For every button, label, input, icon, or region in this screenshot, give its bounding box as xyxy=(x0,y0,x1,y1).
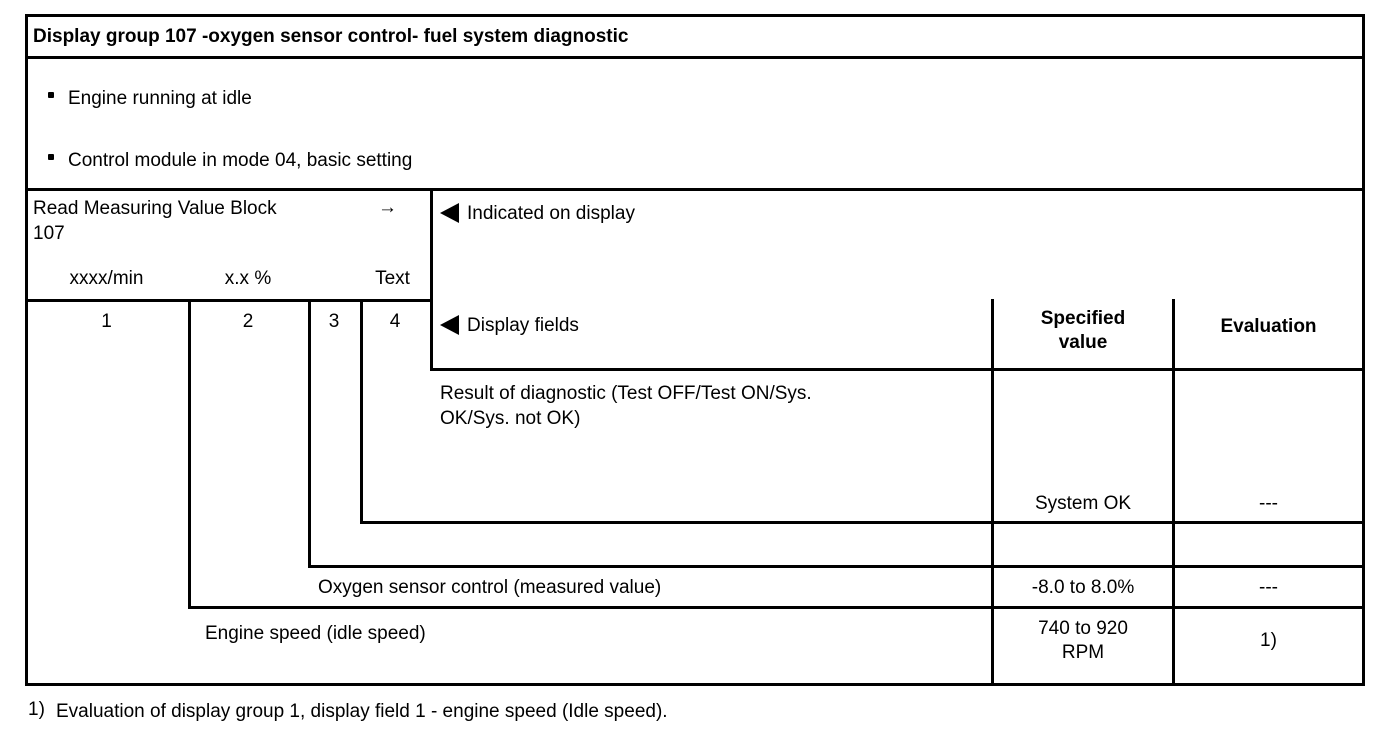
row-specified-value-field1: 740 to 920 RPM xyxy=(994,617,1172,665)
measuring-block-instruction: Read Measuring Value Block xyxy=(33,198,277,219)
bullet-dot-icon xyxy=(48,154,54,160)
footnote-marker: 1) xyxy=(28,699,45,720)
specified-value-header: Specified value xyxy=(994,307,1172,355)
row-evaluation-field1: 1) xyxy=(1260,630,1277,651)
row-description-field4: Result of diagnostic (Test OFF/Test ON/S… xyxy=(440,383,812,429)
row-specified-value-field1-text: 740 to 920 RPM xyxy=(1038,618,1128,663)
display-fields-note: Display fields xyxy=(467,315,579,336)
col1-col2-divider xyxy=(188,299,191,609)
unit-label-field4: Text xyxy=(375,268,410,289)
row-description-field1: Engine speed (idle speed) xyxy=(205,623,426,644)
row-evaluation-field4: --- xyxy=(1259,493,1278,514)
bullet-dot-icon xyxy=(48,92,54,98)
row-specified-value-field2: -8.0 to 8.0% xyxy=(1031,577,1135,598)
units-row-separator-line xyxy=(25,299,433,302)
title-separator-line xyxy=(25,56,1365,59)
left-triangle-icon xyxy=(440,315,459,335)
display-field-number-2: 2 xyxy=(242,311,254,332)
row-description-field2: Oxygen sensor control (measured value) xyxy=(318,577,662,598)
left-triangle-icon xyxy=(440,203,459,223)
row-field3-separator-line xyxy=(308,565,1365,568)
unit-label-field1: xxxx/min xyxy=(69,268,144,289)
specified-value-header-text: Specified value xyxy=(1040,308,1126,353)
measuring-block-group-number: 107 xyxy=(33,223,65,244)
table-border-top xyxy=(25,14,1365,17)
header-row-separator-line xyxy=(430,368,1365,371)
right-arrow-icon: → xyxy=(378,197,397,218)
table-border-bottom xyxy=(25,683,1365,686)
col3-col4-divider xyxy=(360,299,363,524)
row-specified-value-field4: System OK xyxy=(1034,493,1132,514)
evaluation-divider xyxy=(1172,299,1175,686)
table-title: Display group 107 -oxygen sensor control… xyxy=(33,26,629,47)
footnote-text: Evaluation of display group 1, display f… xyxy=(56,701,668,722)
row-evaluation-field2: --- xyxy=(1259,577,1278,598)
specified-value-divider xyxy=(991,299,994,686)
condition-text: Engine running at idle xyxy=(68,88,252,109)
row-field4-separator-line xyxy=(360,521,1365,524)
table-border-right xyxy=(1362,14,1365,686)
condition-text: Control module in mode 04, basic setting xyxy=(68,150,413,171)
display-field-number-4: 4 xyxy=(389,311,401,332)
table-border-left xyxy=(25,14,28,686)
display-field-number-3: 3 xyxy=(328,311,340,332)
indicated-on-display-note: Indicated on display xyxy=(467,203,635,224)
col4-description-divider xyxy=(430,188,433,371)
display-field-number-1: 1 xyxy=(101,311,112,332)
evaluation-header: Evaluation xyxy=(1220,316,1317,337)
col2-col3-divider xyxy=(308,299,311,568)
row-field2-separator-line xyxy=(188,606,1365,609)
conditions-separator-line xyxy=(25,188,1365,191)
unit-label-field2: x.x % xyxy=(224,268,272,289)
